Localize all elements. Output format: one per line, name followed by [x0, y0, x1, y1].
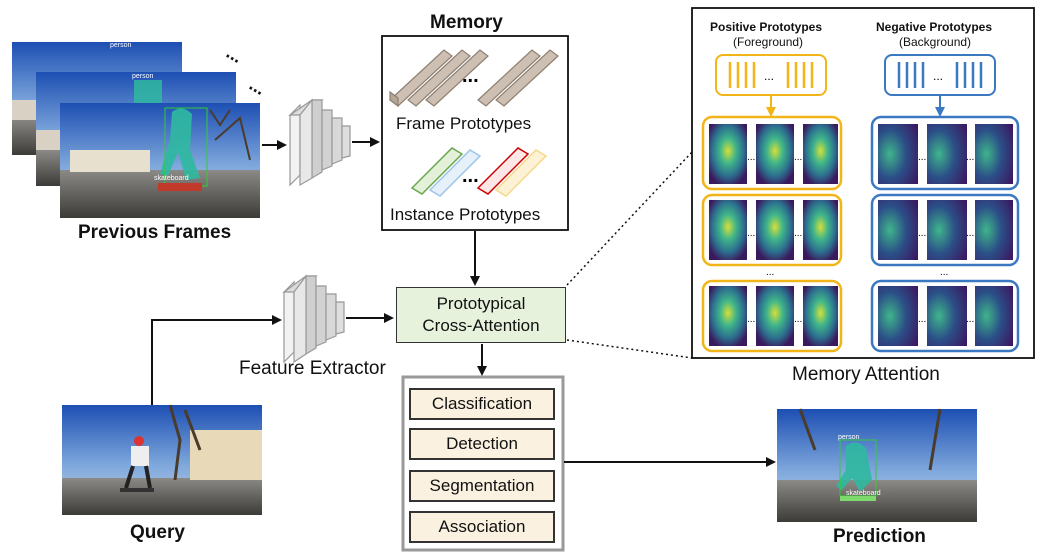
positive-prototypes-title: Positive Prototypes — [710, 20, 823, 34]
task-association: Association — [409, 511, 555, 543]
neg-row3-dots-2: ... — [966, 314, 974, 325]
neg-col-dots: ... — [940, 267, 948, 278]
frame-prototypes-label: Frame Prototypes — [396, 114, 532, 133]
negative-prototypes-title: Negative Prototypes — [876, 20, 993, 34]
pca-line-1: Prototypical — [436, 294, 526, 313]
positive-bars — [728, 62, 814, 88]
dotted-connector-bottom — [566, 339, 693, 359]
memory-attention-label: Memory Attention — [792, 364, 940, 385]
dotted-connector-top — [566, 151, 693, 286]
pos-col-dots: ... — [766, 267, 774, 278]
pos-row3-dots-2: ... — [794, 314, 802, 325]
instance-proto-ellipsis: ... — [462, 165, 479, 187]
instance-prototypes-label: Instance Prototypes — [390, 205, 541, 224]
prototypical-cross-attention-box: Prototypical Cross-Attention — [396, 287, 566, 343]
negative-bars-ellipsis: ... — [933, 69, 943, 83]
negative-attention-maps — [870, 115, 1020, 353]
instance-prototypes-bars — [410, 147, 548, 197]
arrow-query-to-extractor — [151, 315, 282, 405]
memory-title: Memory — [430, 12, 503, 33]
feature-extractor-icon — [282, 274, 345, 364]
neg-row2-dots: ... — [918, 228, 926, 239]
negative-prototype-bank — [884, 54, 996, 96]
neg-row1-dots: ... — [918, 152, 926, 163]
negative-prototypes-subtitle: (Background) — [899, 35, 972, 49]
frame-front: skateboard — [60, 103, 260, 218]
pos-row2-dots: ... — [747, 228, 755, 239]
task-detection: Detection — [409, 428, 555, 460]
task-classification: Classification — [409, 388, 555, 420]
query-label: Query — [130, 522, 185, 543]
previous-frames-label: Previous Frames — [78, 222, 232, 243]
prediction-image: person skateboard — [777, 408, 977, 522]
positive-prototypes-subtitle: (Foreground) — [733, 35, 804, 49]
pca-line-2: Cross-Attention — [422, 316, 540, 335]
positive-bars-ellipsis: ... — [764, 69, 774, 83]
neg-row1-dots-2: ... — [966, 152, 974, 163]
negative-bars — [897, 62, 983, 88]
pos-row3-dots: ... — [747, 314, 755, 325]
frame-prototypes-bars — [389, 49, 559, 108]
neg-row2-dots-2: ... — [966, 228, 974, 239]
frames-ellipsis-1: ... — [223, 42, 246, 67]
frame-tag-person-back: person — [110, 42, 132, 49]
frames-ellipsis-2: ... — [246, 74, 269, 99]
previous-frames-stack: skateboard ... ... — [12, 42, 269, 218]
feature-extractor-label: Feature Extractor — [239, 358, 386, 379]
pred-tag-skateboard: skateboard — [846, 490, 881, 497]
pos-row1-dots: ... — [747, 152, 755, 163]
memory-encoder — [288, 98, 351, 187]
frame-tag-person-middle: person — [132, 73, 154, 80]
pos-row1-dots-2: ... — [794, 152, 802, 163]
positive-prototype-bank — [715, 54, 827, 96]
pos-row2-dots-2: ... — [794, 228, 802, 239]
positive-attention-maps — [701, 115, 843, 353]
pred-tag-person: person — [838, 434, 860, 441]
query-image — [62, 404, 262, 515]
task-segmentation: Segmentation — [409, 470, 555, 502]
neg-row3-dots: ... — [918, 314, 926, 325]
prediction-label: Prediction — [833, 526, 926, 547]
frame-proto-ellipsis: ... — [462, 65, 479, 87]
tag-skateboard: skateboard — [154, 175, 189, 182]
